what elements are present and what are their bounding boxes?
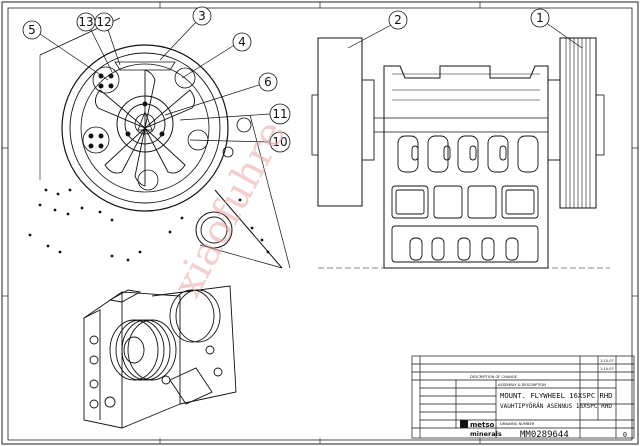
side-view-crusher (311, 37, 610, 269)
svg-text:13: 13 (78, 15, 93, 29)
drawing-number: MM0289644 (520, 430, 569, 440)
svg-text:3: 3 (198, 9, 206, 23)
callout-5: 6 (258, 72, 278, 92)
svg-text:11: 11 (272, 107, 287, 121)
assembly-label: ASSEMBLY & DESCRIPTION (498, 383, 546, 387)
svg-text:minerals: minerals (470, 430, 502, 438)
title-block (411, 355, 635, 439)
callout-2: 2 (388, 10, 408, 30)
callout-1: 1 (530, 8, 550, 28)
callout-11: 11 (269, 103, 291, 125)
inner-border (7, 7, 633, 441)
callout-6: 5 (22, 20, 42, 40)
svg-text:4: 4 (238, 35, 246, 49)
callout-12: 12 (94, 12, 114, 32)
svg-text:2: 2 (394, 13, 402, 27)
revision-header-text: DESCRIPTION OF CHANGE (470, 375, 518, 379)
right-column-top: 1:10.07 (600, 359, 614, 363)
callout-13: 13 (76, 12, 96, 32)
svg-text:12: 12 (96, 15, 111, 29)
callout-leaders-front (39, 19, 271, 143)
drawing-title-line2: VAUHTIPYÖRÄN ASENNUS 16XSPC RHD (500, 403, 612, 410)
callout-3: 3 (192, 6, 212, 26)
revision-number: 0 (623, 431, 627, 439)
front-view-flywheel (28, 17, 291, 269)
callout-leaders-side (347, 21, 583, 49)
svg-text:metso: metso (470, 421, 495, 429)
svg-text:5: 5 (28, 23, 36, 37)
drawing-title-line1: MOUNT. FLYWHEEL 16XSPC RHD (500, 391, 613, 400)
callout-10: 10 (269, 131, 291, 153)
svg-text:10: 10 (272, 135, 287, 149)
svg-text:6: 6 (264, 75, 272, 89)
isometric-view (83, 285, 237, 429)
callout-4: 4 (232, 32, 252, 52)
watermark-text: xiaofuhre (164, 113, 295, 304)
drawing-number-label: DRAWING NUMBER (500, 422, 535, 426)
belt-grooves (565, 38, 591, 208)
company-logo: metso minerals (460, 420, 502, 438)
svg-text:1: 1 (536, 11, 544, 25)
right-column-mid: 1:10.07 (600, 367, 614, 371)
